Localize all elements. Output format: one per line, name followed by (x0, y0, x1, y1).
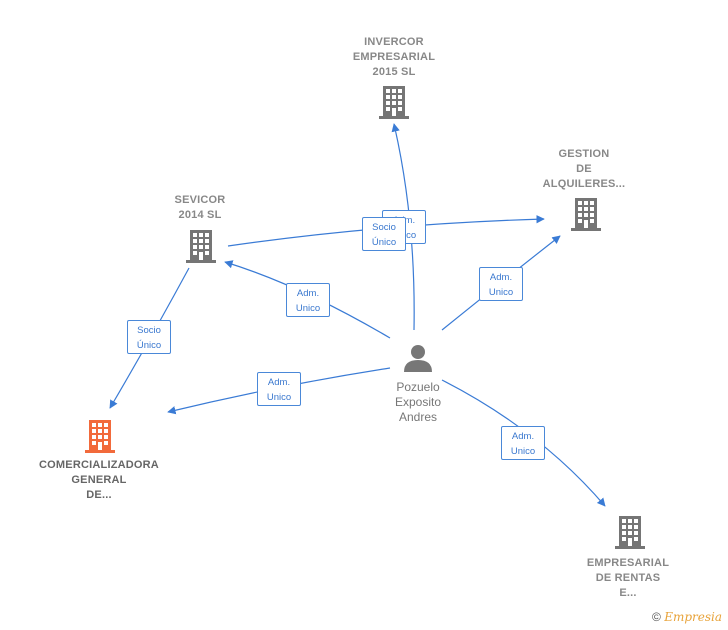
edge-label-line: Adm. (511, 431, 535, 442)
node-label-comercializadora[interactable]: COMERCIALIZADORA GENERAL DE... (24, 458, 174, 503)
node-label-line: Pozuelo (396, 380, 440, 394)
node-label-line: GENERAL (71, 474, 127, 486)
edge-label-adm-unico: Adm. Unico (479, 267, 523, 301)
node-label-empresarial-rentas[interactable]: EMPRESARIAL DE RENTAS E... (578, 556, 678, 601)
node-label-sevicor[interactable]: SEVICOR 2014 SL (150, 193, 250, 223)
edge-label-line: Adm. (489, 272, 513, 283)
node-label-line: DE... (86, 489, 112, 501)
edge-label-line: Unico (295, 303, 321, 314)
node-label-line: INVERCOR (364, 36, 424, 48)
node-label-invercor[interactable]: INVERCOR EMPRESARIAL 2015 SL (339, 35, 449, 80)
node-label-line: Andres (398, 410, 438, 424)
edge-label-line: Socio (372, 222, 396, 233)
node-label-line: SEVICOR (174, 194, 226, 206)
node-label-line: 2014 SL (178, 209, 222, 221)
node-label-line: E... (619, 587, 637, 599)
node-label-line: DE RENTAS (595, 572, 661, 584)
edge-label-line: Socio (137, 325, 161, 336)
edge-label-line: Único (136, 340, 162, 351)
edge-label-line: Unico (266, 392, 292, 403)
building-icon (379, 86, 409, 119)
edge-label-adm-unico: Adm. Unico (257, 372, 301, 406)
edge-label-line: Unico (488, 287, 514, 298)
copyright-notice: © Empresia (652, 610, 722, 624)
node-label-line: EMPRESARIAL (586, 557, 670, 569)
edge-label-line: Único (371, 237, 397, 248)
brand-logo[interactable]: Empresia (664, 610, 722, 624)
node-label-line: ALQUILERES... (542, 178, 626, 190)
copyright-icon: © (652, 610, 661, 624)
edge-label-line: Adm. (267, 377, 291, 388)
person-icon (404, 345, 432, 372)
building-icon (615, 516, 645, 549)
node-label-line: EMPRESARIAL (352, 51, 436, 63)
node-label-person[interactable]: Pozuelo Exposito Andres (378, 380, 458, 425)
edge-label-adm-unico: Adm. Unico (501, 426, 545, 460)
node-label-line: DE (576, 163, 592, 175)
node-label-gestion[interactable]: GESTION DE ALQUILERES... (534, 147, 634, 192)
edge-label-socio-unico: Socio Único (362, 217, 406, 251)
building-icon (85, 420, 115, 453)
node-label-line: 2015 SL (372, 66, 416, 78)
node-label-line: COMERCIALIZADORA (39, 459, 159, 471)
node-label-line: GESTION (558, 148, 610, 160)
building-icon (186, 230, 216, 263)
edge-label-socio-unico: Socio Único (127, 320, 171, 354)
edge-label-line: Unico (510, 446, 536, 457)
node-label-line: Exposito (394, 395, 442, 409)
edge-label-line: Adm. (296, 288, 320, 299)
building-icon (571, 198, 601, 231)
edge-label-adm-unico: Adm. Unico (286, 283, 330, 317)
